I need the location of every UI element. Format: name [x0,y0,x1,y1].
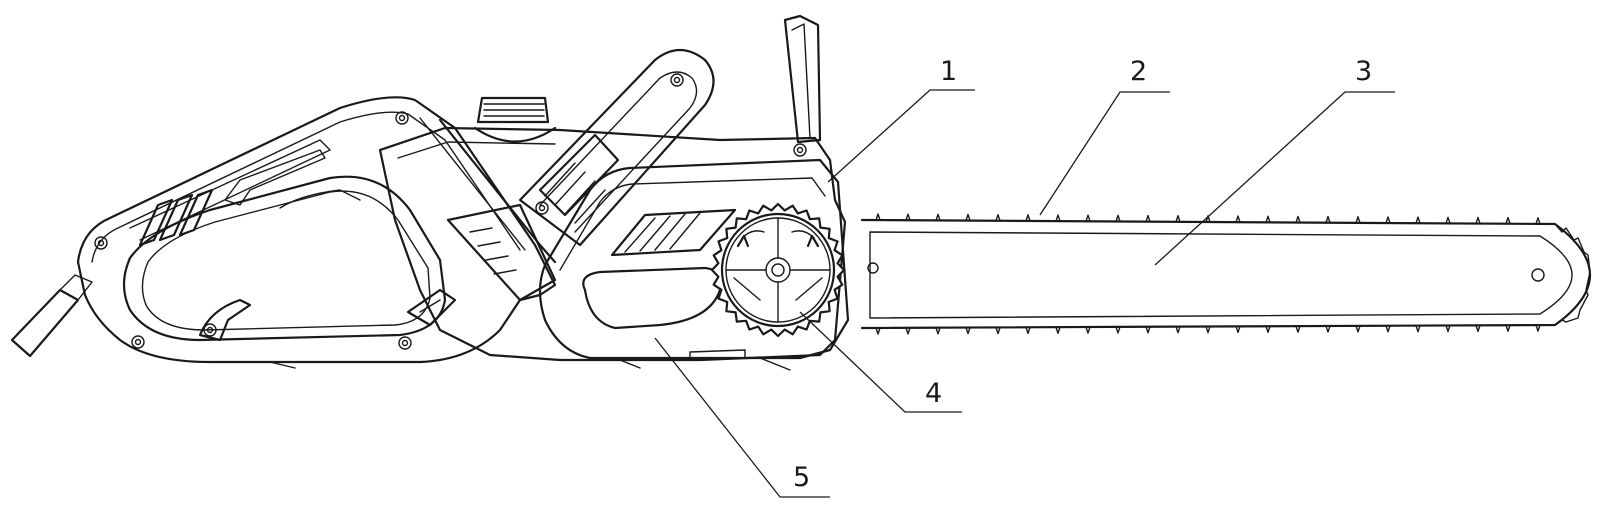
callout-3: 3 [1355,56,1372,87]
callout-5: 5 [793,462,810,493]
vent-grille [612,210,735,255]
label-window [583,268,721,328]
callout-1: 1 [940,56,957,87]
front-handle [520,50,714,245]
trigger [200,300,250,340]
chain-tension-knob [712,204,844,336]
callout-2: 2 [1130,56,1147,87]
guide-bar [862,214,1590,334]
callout-4: 4 [925,378,942,409]
bar-nose-hole [1532,269,1544,281]
power-cord [12,290,78,356]
front-hand-guard [785,16,820,142]
